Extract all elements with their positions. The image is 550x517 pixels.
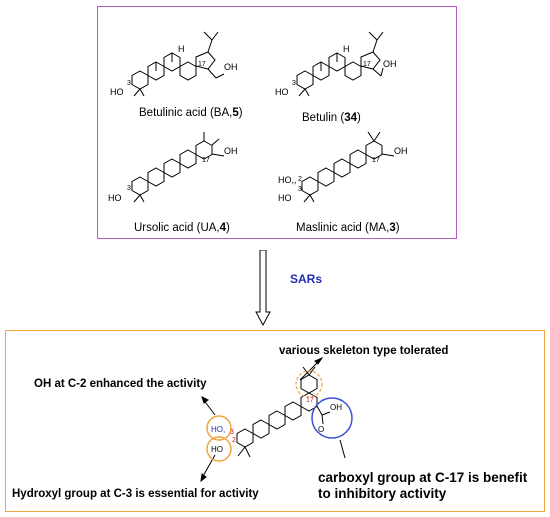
betulin-structure: HO 3 17 OH H: [275, 31, 397, 97]
sar-mol-ho: HO: [211, 445, 223, 454]
sars-label: SARs: [290, 272, 323, 286]
sar-note-c17: carboxyl group at C-17 is benefit to inh…: [318, 470, 527, 502]
maslinic-c3: 3: [298, 186, 302, 193]
sar-mol-2: 2: [232, 437, 236, 444]
sar-note-c2: OH at C-2 enhanced the activity: [34, 378, 207, 390]
caption-betulinic-acid: Betulinic acid (BA,5): [139, 107, 243, 119]
sar-note-skeleton: various skeleton type tolerated: [279, 345, 449, 357]
maslinic-oh2: HO,,: [278, 175, 297, 185]
sar-mol-o: O: [318, 425, 324, 434]
maslinic-c17: 17: [372, 157, 380, 164]
maslinic-acid-structure: HO,, HO 2 3 17 OH: [278, 131, 408, 203]
maslinic-acid-oh: OH: [394, 146, 408, 156]
betulin-c17: 17: [363, 61, 371, 68]
sar-note-c17-line2: to inhibitory activity: [318, 486, 447, 501]
ursolic-acid-oh: OH: [224, 146, 238, 156]
caption-maslinic-acid: Maslinic acid (MA,3): [296, 222, 400, 234]
ursolic-oh: HO: [108, 193, 122, 203]
sar-mol-ho2: HO,: [211, 425, 225, 434]
betulinic-c3: 3: [127, 80, 131, 87]
betulinic-oh: HO: [110, 87, 124, 97]
betulin-oh: HO: [275, 87, 289, 97]
sar-note-c3: Hydroxyl group at C-3 is essential for a…: [12, 488, 259, 500]
ursolic-acid-structure: HO 3 17 OH: [108, 132, 238, 203]
sar-note-c17-line1: carboxyl group at C-17 is benefit: [318, 470, 528, 485]
ursolic-c3: 3: [127, 185, 131, 192]
sar-mol-3: 3: [230, 429, 234, 436]
caption-betulin: Betulin (34): [302, 112, 361, 124]
caption-ursolic-acid: Ursolic acid (UA,4): [134, 222, 230, 234]
sar-mol-oh: OH: [330, 403, 342, 412]
sar-panel: [5, 330, 545, 512]
down-arrow-icon: [255, 250, 271, 326]
betulin-ch2oh: OH: [383, 59, 397, 69]
betulin-c3: 3: [292, 80, 296, 87]
betulinic-acid-oh: OH: [224, 62, 238, 72]
sar-mol-17: 17: [306, 397, 314, 404]
betulinic-c17: 17: [198, 61, 206, 68]
compounds-panel: [97, 6, 457, 239]
ursolic-c17: 17: [202, 157, 210, 164]
betulin-h: H: [343, 44, 350, 54]
maslinic-c2: 2: [298, 176, 302, 183]
betulinic-acid-structure: HO 3 17 OH H: [110, 31, 238, 97]
betulinic-h: H: [178, 44, 185, 54]
maslinic-oh: HO: [278, 193, 292, 203]
